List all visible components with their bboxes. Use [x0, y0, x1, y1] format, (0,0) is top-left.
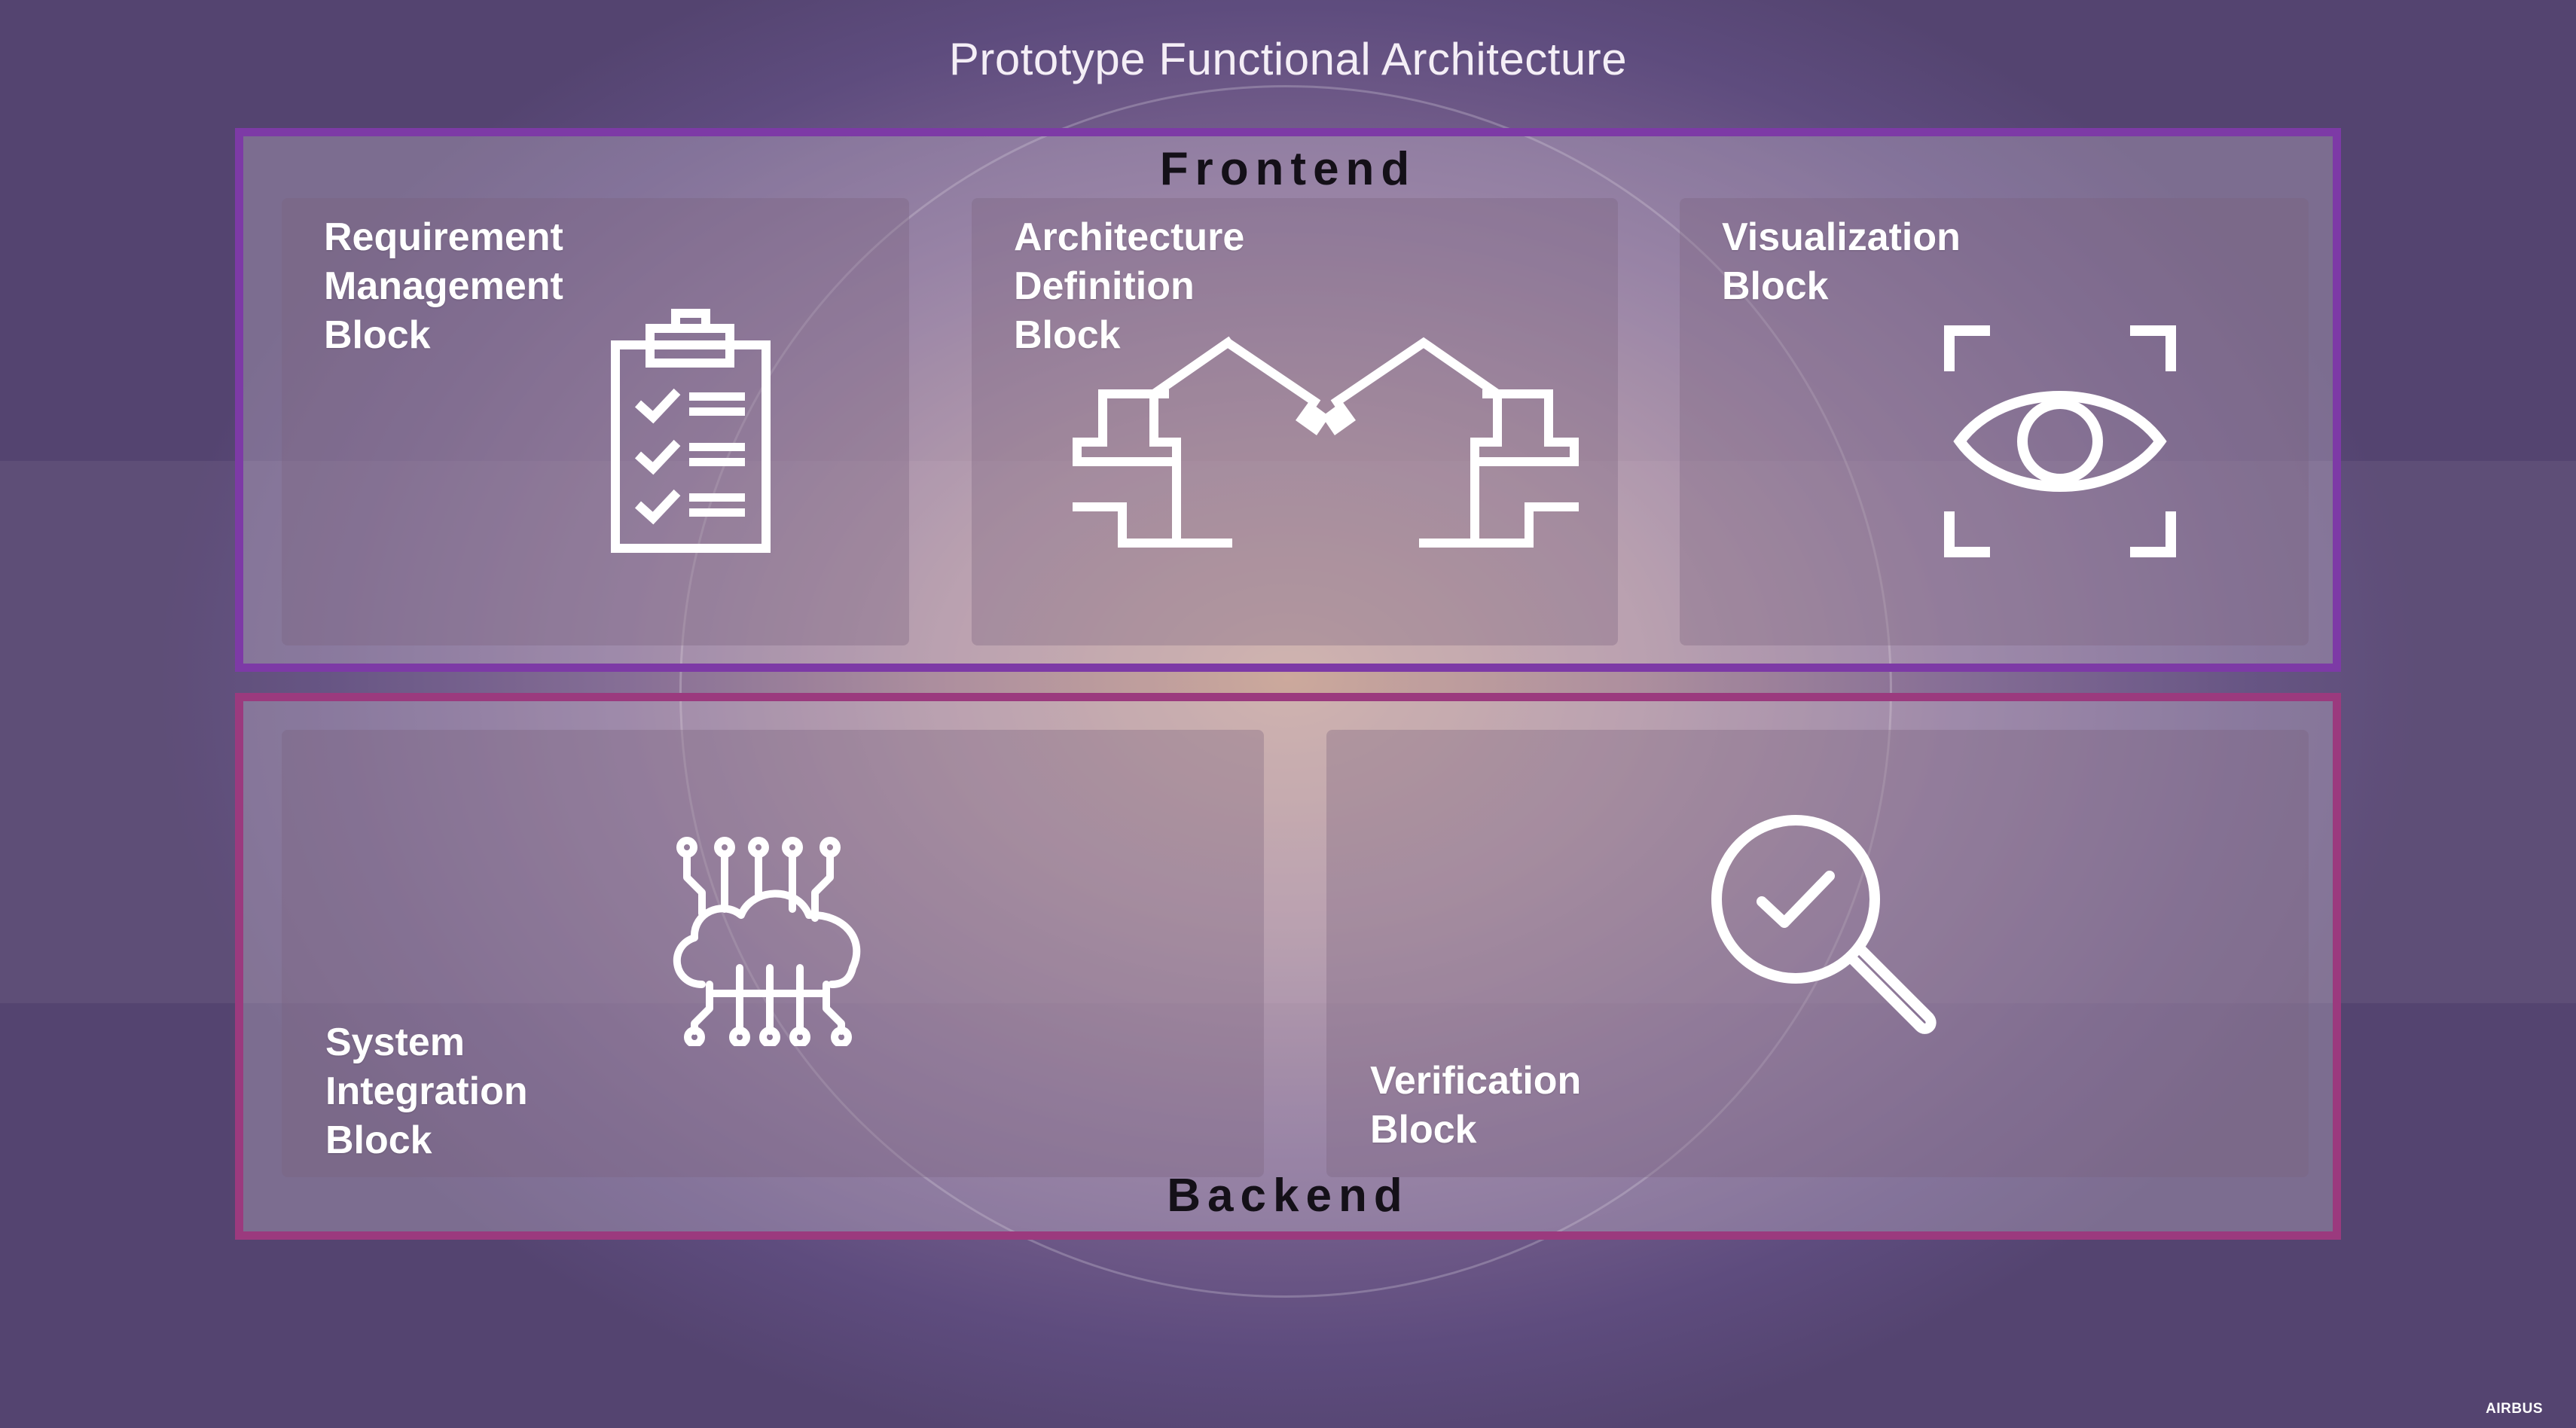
requirement-management-block: Requirement Management Block [282, 198, 909, 645]
clipboard-checklist-icon [611, 309, 771, 553]
visualization-block: Visualization Block [1680, 198, 2309, 645]
architecture-definition-block: Architecture Definition Block [972, 198, 1618, 645]
block-title: System Integration Block [325, 1021, 528, 1162]
verification-block: Verification Block [1326, 730, 2309, 1177]
system-integration-block: System Integration Block [282, 730, 1264, 1177]
block-title: Verification Block [1370, 1059, 1582, 1152]
block-title: Requirement Management Block [324, 215, 563, 357]
cloud-circuit-icon [673, 837, 861, 1046]
magnifier-check-icon [1711, 815, 1937, 1034]
background-circle [679, 85, 1892, 1298]
slide-title: Prototype Functional Architecture [948, 34, 1628, 84]
airbus-logo: AIRBUS [2486, 1401, 2543, 1417]
eye-scan-icon [1944, 325, 2176, 557]
robot-arms-icon [1073, 336, 1579, 548]
block-title: Architecture Definition Block [1014, 215, 1245, 357]
backend-label: Backend [1167, 1170, 1409, 1222]
frontend-label: Frontend [1159, 143, 1417, 195]
frontend-section: Frontend Requirement Management Block [235, 128, 2341, 672]
backend-section: Backend System Integration Block [235, 693, 2341, 1240]
block-title: Visualization Block [1722, 215, 1961, 308]
